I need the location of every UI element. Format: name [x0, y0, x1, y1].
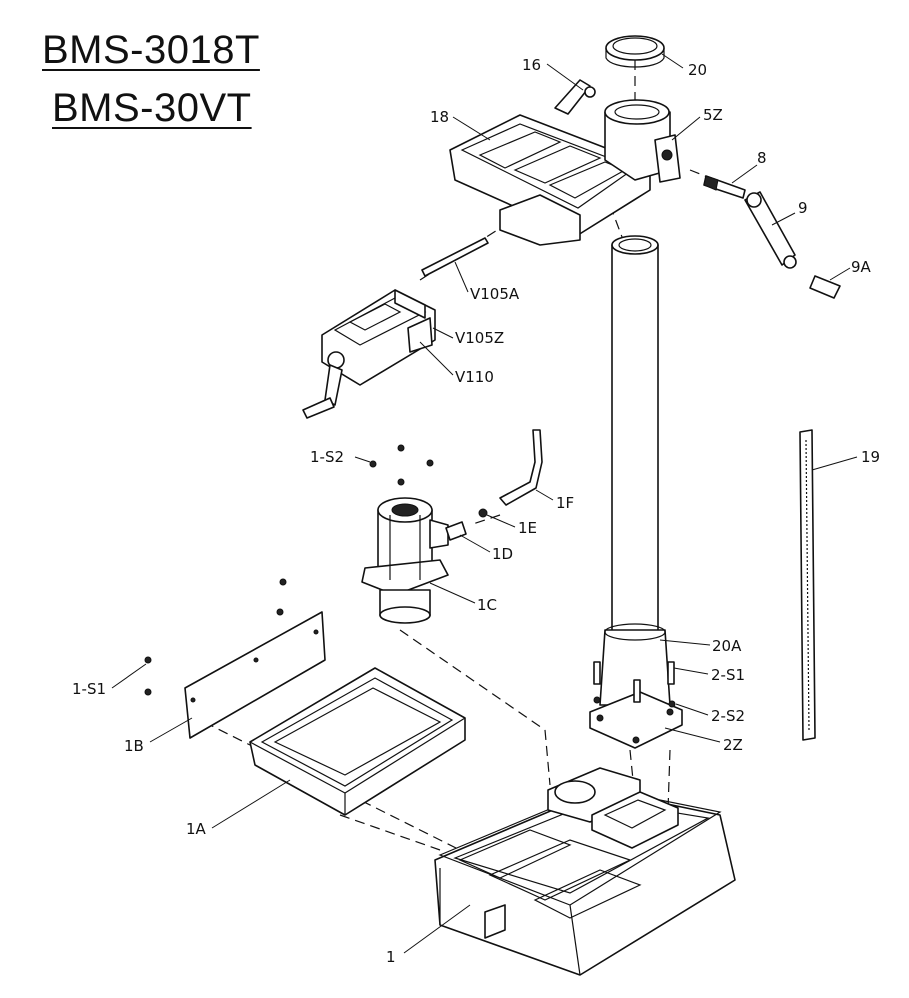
label-1-s2: 1-S2 — [310, 448, 344, 466]
part-1b-plate — [184, 611, 326, 739]
label-2-s2: 2-S2 — [711, 707, 745, 725]
part-20-ring — [605, 35, 665, 68]
part-19-rack — [799, 429, 816, 741]
label-8: 8 — [757, 149, 767, 167]
label-1a: 1A — [186, 820, 207, 838]
part-v105z-vise — [321, 289, 436, 386]
label-1e: 1E — [518, 519, 537, 537]
label-v105a: V105A — [470, 285, 520, 303]
part-2-s1-bolts — [593, 661, 676, 708]
title-model-2: BMS-30VT — [52, 86, 252, 130]
part-1a-tray — [249, 667, 466, 816]
label-1b: 1B — [124, 737, 144, 755]
part-v110-handle — [302, 351, 345, 419]
label-1: 1 — [386, 948, 396, 966]
part-1d-1e-1f-fittings — [445, 429, 543, 541]
part-20a-column — [611, 235, 659, 641]
part-9a-knob — [809, 275, 841, 299]
label-v110: V110 — [455, 368, 494, 386]
part-5z-bracket — [604, 99, 681, 183]
part-9-crank — [744, 191, 797, 269]
label-1d: 1D — [492, 545, 513, 563]
label-16: 16 — [522, 56, 541, 74]
label-1f: 1F — [556, 494, 574, 512]
label-18: 18 — [430, 108, 449, 126]
label-5z: 5Z — [703, 106, 723, 124]
label-9a: 9A — [851, 258, 872, 276]
label-19: 19 — [861, 448, 880, 466]
label-20a: 20A — [712, 637, 742, 655]
part-1c-pump — [361, 497, 449, 624]
part-2z-column-base — [589, 623, 683, 749]
part-18-table — [449, 114, 651, 246]
part-v105a-bar — [421, 237, 489, 277]
label-1c: 1C — [477, 596, 497, 614]
part-1-s2-screws — [369, 444, 434, 486]
label-v105z: V105Z — [455, 329, 504, 347]
label-2-s1: 2-S1 — [711, 666, 745, 684]
label-9: 9 — [798, 199, 808, 217]
leader-lines — [111, 53, 858, 954]
label-2z: 2Z — [723, 736, 743, 754]
part-1-s1-screws — [144, 578, 287, 696]
label-20: 20 — [688, 61, 707, 79]
label-1-s1: 1-S1 — [72, 680, 106, 698]
title-model-1: BMS-3018T — [42, 28, 260, 72]
part-8-shaft — [703, 175, 746, 199]
part-labels: 1 1A 1B 1-S1 1C 1D 1E 1F 1-S2 2Z 2-S2 2-… — [72, 56, 880, 966]
part-16-handle — [554, 79, 596, 115]
part-1-base — [434, 767, 736, 976]
